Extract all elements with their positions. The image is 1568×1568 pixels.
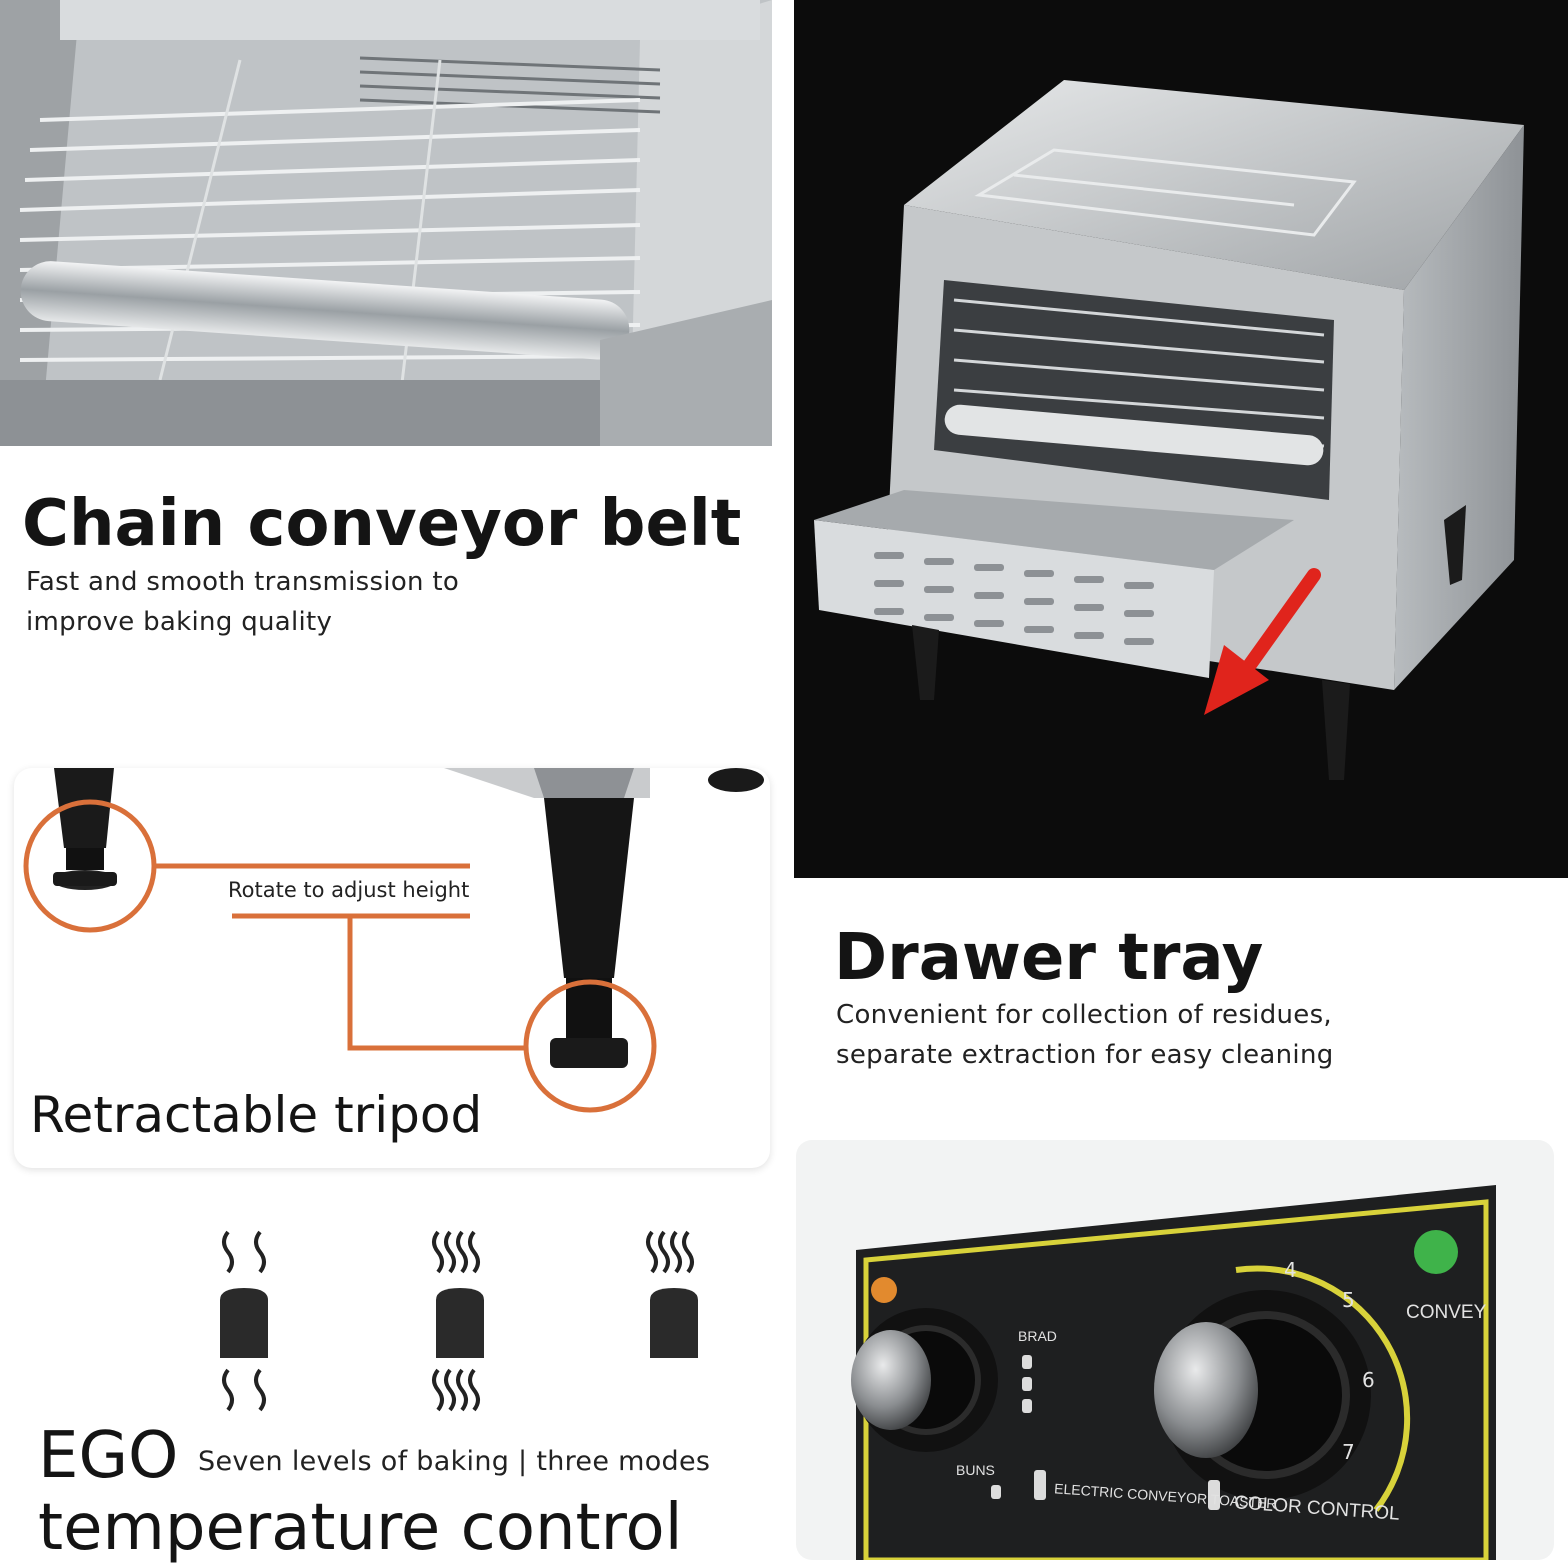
mode-knob[interactable] <box>851 1308 998 1452</box>
conveyor-belt-photo <box>0 0 772 446</box>
drawer-title: Drawer tray <box>834 921 1264 995</box>
ego-title-line1: EGO <box>38 1419 179 1493</box>
dial-number-4: 4 <box>1284 1258 1297 1282</box>
conveyor-desc-line2: improve baking quality <box>26 607 333 637</box>
tripod-card: Rotate to adjust height Retractable trip… <box>14 768 770 1168</box>
conveyor-mesh-icon <box>0 0 772 446</box>
toast-mode-top-icon <box>646 1230 698 1358</box>
control-panel-icon <box>851 1185 1496 1560</box>
ego-subtitle: Seven levels of baking | three modes <box>198 1446 711 1477</box>
pull-out-arrow-icon <box>1204 568 1321 715</box>
tripod-title: Retractable tripod <box>30 1086 483 1144</box>
conveyor-toaster-icon <box>814 80 1524 780</box>
panel-label-brad: BRAD <box>1018 1328 1057 1344</box>
drawer-desc-line1: Convenient for collection of residues, <box>836 1000 1332 1030</box>
conveyor-title: Chain conveyor belt <box>22 487 742 561</box>
baking-modes <box>200 1220 740 1420</box>
green-lamp-icon <box>1414 1230 1458 1274</box>
orange-lamp-icon <box>871 1277 897 1303</box>
ego-title-line2: temperature control <box>38 1491 683 1565</box>
panel-label-buns: BUNS <box>956 1462 995 1478</box>
drawer-desc-line2: separate extraction for easy cleaning <box>836 1040 1334 1070</box>
dial-number-5: 5 <box>1342 1288 1355 1312</box>
tripod-callout-text: Rotate to adjust height <box>228 878 470 902</box>
color-control-knob[interactable] <box>1154 1265 1411 1512</box>
toast-mode-strong-icon <box>432 1230 484 1412</box>
conveyor-desc-line1: Fast and smooth transmission to <box>26 567 460 597</box>
control-panel-photo: BRAD BUNS ELECTRIC CONVEYOR TOASTER COLO… <box>796 1140 1554 1560</box>
adjustable-leg-icon <box>23 768 764 1113</box>
toast-mode-both-sides-icon <box>220 1230 268 1412</box>
drawer-tray-photo <box>794 0 1568 878</box>
dial-number-6: 6 <box>1362 1368 1375 1392</box>
panel-label-convey: CONVEY <box>1406 1302 1487 1323</box>
dial-number-7: 7 <box>1342 1440 1355 1464</box>
